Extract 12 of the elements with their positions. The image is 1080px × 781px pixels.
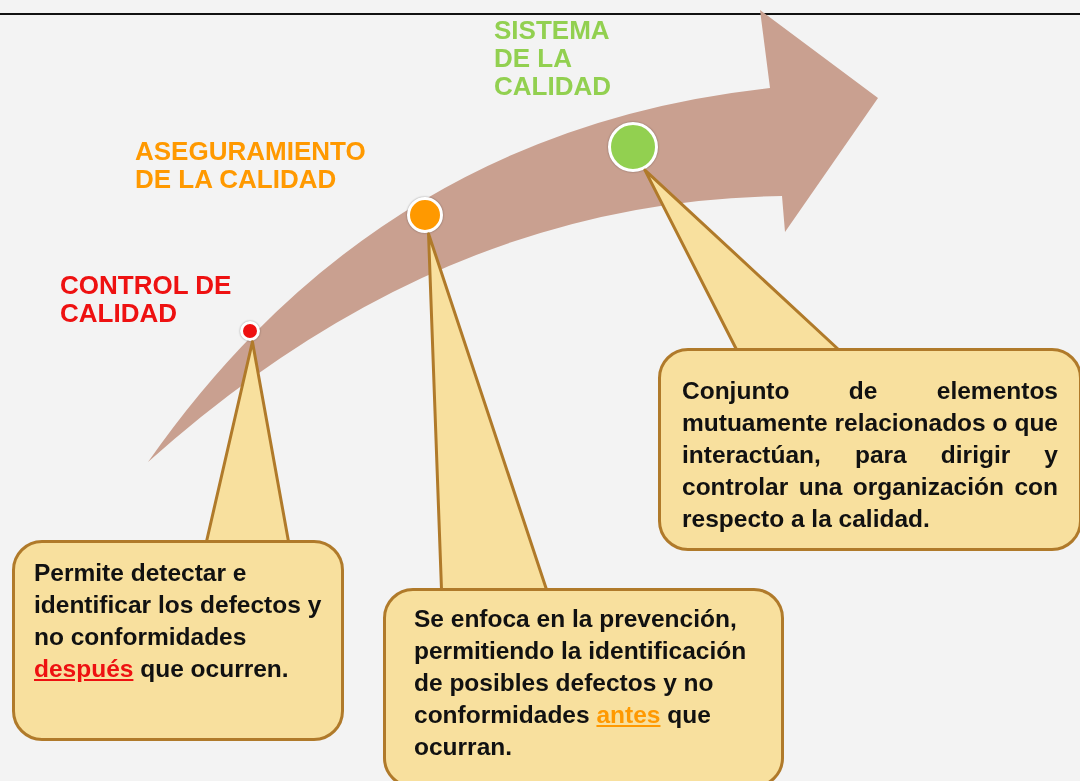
stage-label: CONTROL DE CALIDAD: [60, 271, 233, 327]
stage-label: ASEGURAMIENTO DE LA CALIDAD: [135, 137, 367, 193]
callout-text: Conjunto de elementos mutuamente relacionados o que interactúan, para dirigir y controlar una organización con respecto a la calidad.: [682, 376, 1058, 534]
callout-box: [12, 540, 344, 741]
callout-text: Permite detectar e identificar los defectos y no conformidades después que ocurren.: [34, 558, 323, 684]
stage-label: SISTEMA DE LA CALIDAD: [494, 16, 612, 100]
callout-pointer: [205, 340, 290, 543]
callout-pointer: [427, 232, 548, 591]
callout-box: [383, 588, 784, 781]
callout-text: Se enfoca en la prevención, permitiendo la identificación de posibles defectos y no conformidades antes que ocurran.: [414, 604, 748, 762]
callout-pointer: [643, 168, 840, 351]
marker-dot: [240, 321, 260, 341]
